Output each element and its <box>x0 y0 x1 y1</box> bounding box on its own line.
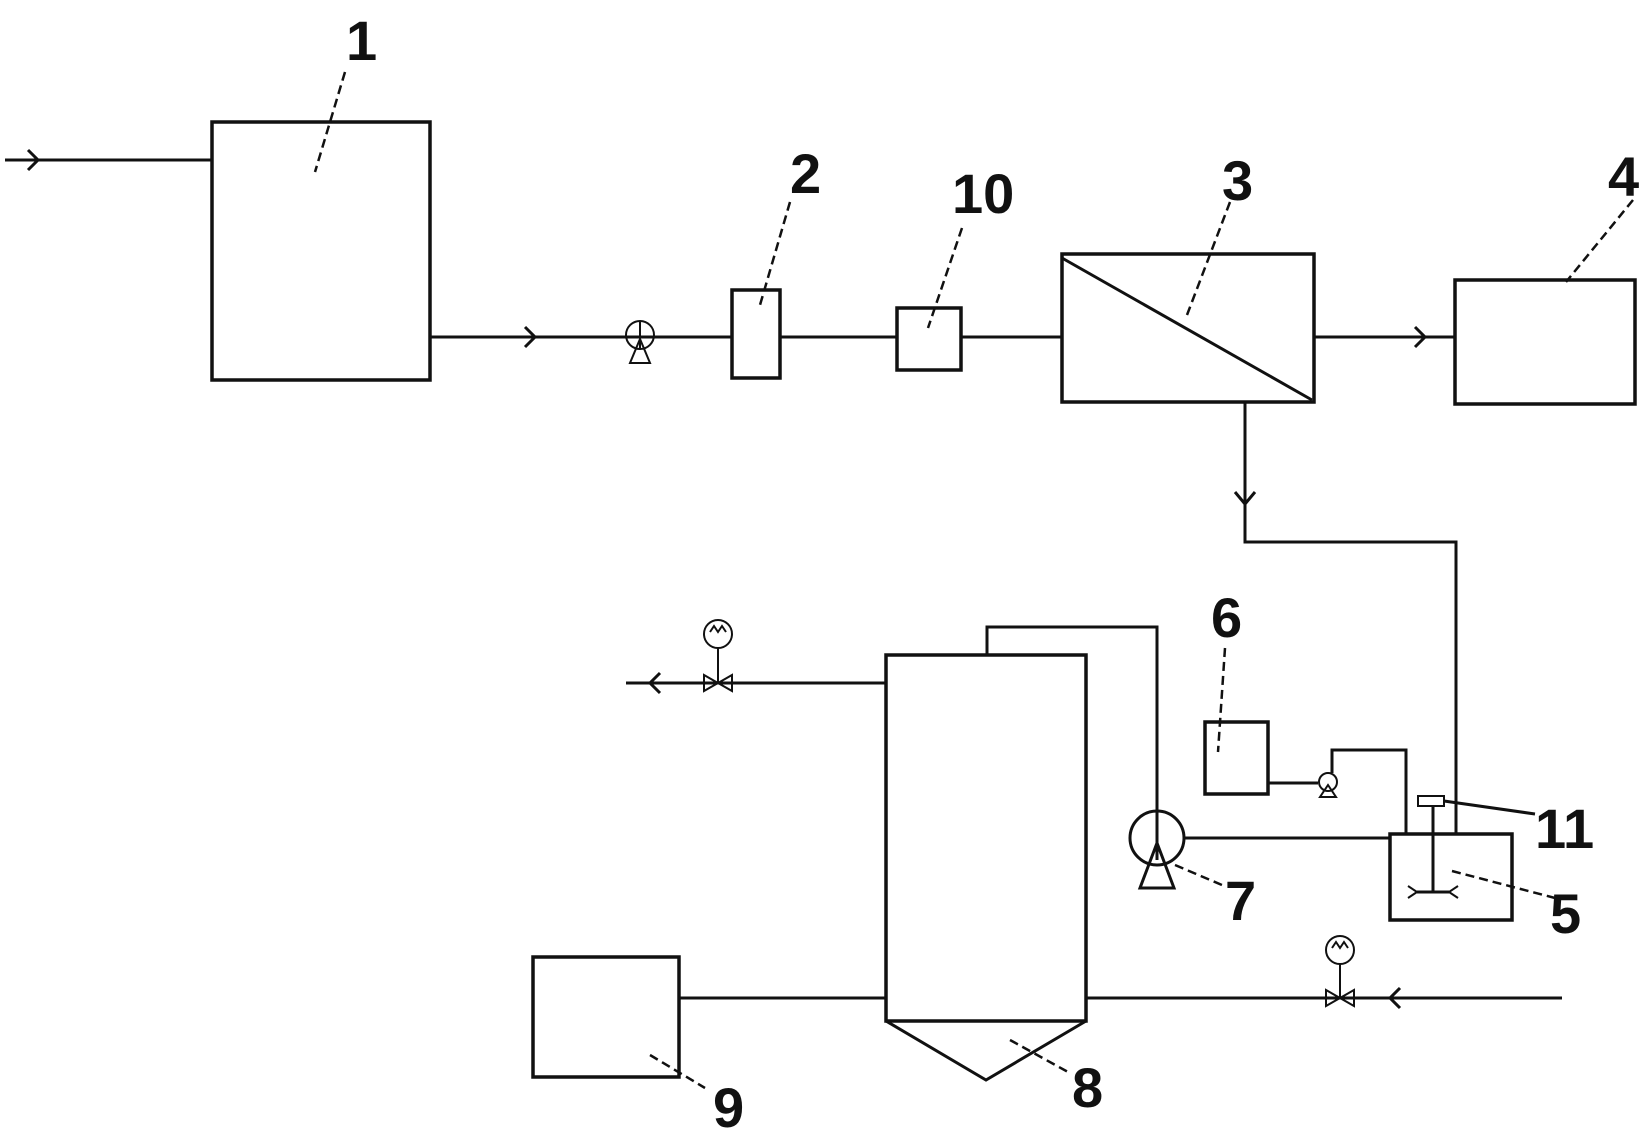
leader-6 <box>1216 647 1227 753</box>
unit-2 <box>730 288 782 380</box>
label-11: 11 <box>1535 797 1594 860</box>
label-5: 5 <box>1550 882 1581 945</box>
unit-4 <box>1453 278 1637 406</box>
leader-1 <box>313 71 347 173</box>
label-10: 10 <box>952 162 1014 225</box>
leader-3 <box>1185 201 1232 316</box>
unit-6 <box>1203 720 1270 796</box>
pump-7-icon <box>1128 809 1186 890</box>
label-1: 1 <box>346 9 377 72</box>
leader-4 <box>1565 199 1634 283</box>
label-6: 6 <box>1211 586 1242 649</box>
pipe-8-top-to-7 <box>985 625 1159 822</box>
label-7: 7 <box>1225 869 1256 932</box>
label-8: 8 <box>1072 1056 1103 1119</box>
inlet-pipe <box>5 148 212 172</box>
leader-7 <box>1174 863 1223 887</box>
right-valve-icon <box>1325 935 1355 1008</box>
pipe-3-to-5 <box>1233 402 1458 834</box>
label-4: 4 <box>1608 145 1639 208</box>
left-outlet-pipe <box>626 671 886 695</box>
leader-10 <box>926 227 964 329</box>
small-pump-icon <box>625 320 655 364</box>
leader-2 <box>758 201 792 306</box>
unit-3-membrane <box>1060 252 1316 404</box>
unit-11-stirrer-motor <box>1417 795 1536 834</box>
unit-5-tank <box>1388 832 1514 922</box>
label-3: 3 <box>1222 149 1253 212</box>
unit-1 <box>210 120 432 382</box>
left-valve-icon <box>703 619 733 693</box>
right-inlet-pipe <box>1086 986 1562 1010</box>
dosing-pump-icon <box>1318 772 1338 798</box>
unit-8-column <box>884 653 1088 1082</box>
pipe-1-to-2 <box>430 325 732 349</box>
leader-9 <box>649 1053 706 1090</box>
pipe-small-pump-to-5 <box>1330 748 1408 834</box>
label-9: 9 <box>713 1076 744 1137</box>
leader-5 <box>1451 869 1556 900</box>
leader-8 <box>1009 1038 1069 1074</box>
label-2: 2 <box>790 142 821 205</box>
pipe-3-to-4 <box>1314 325 1455 349</box>
unit-10 <box>895 306 963 372</box>
